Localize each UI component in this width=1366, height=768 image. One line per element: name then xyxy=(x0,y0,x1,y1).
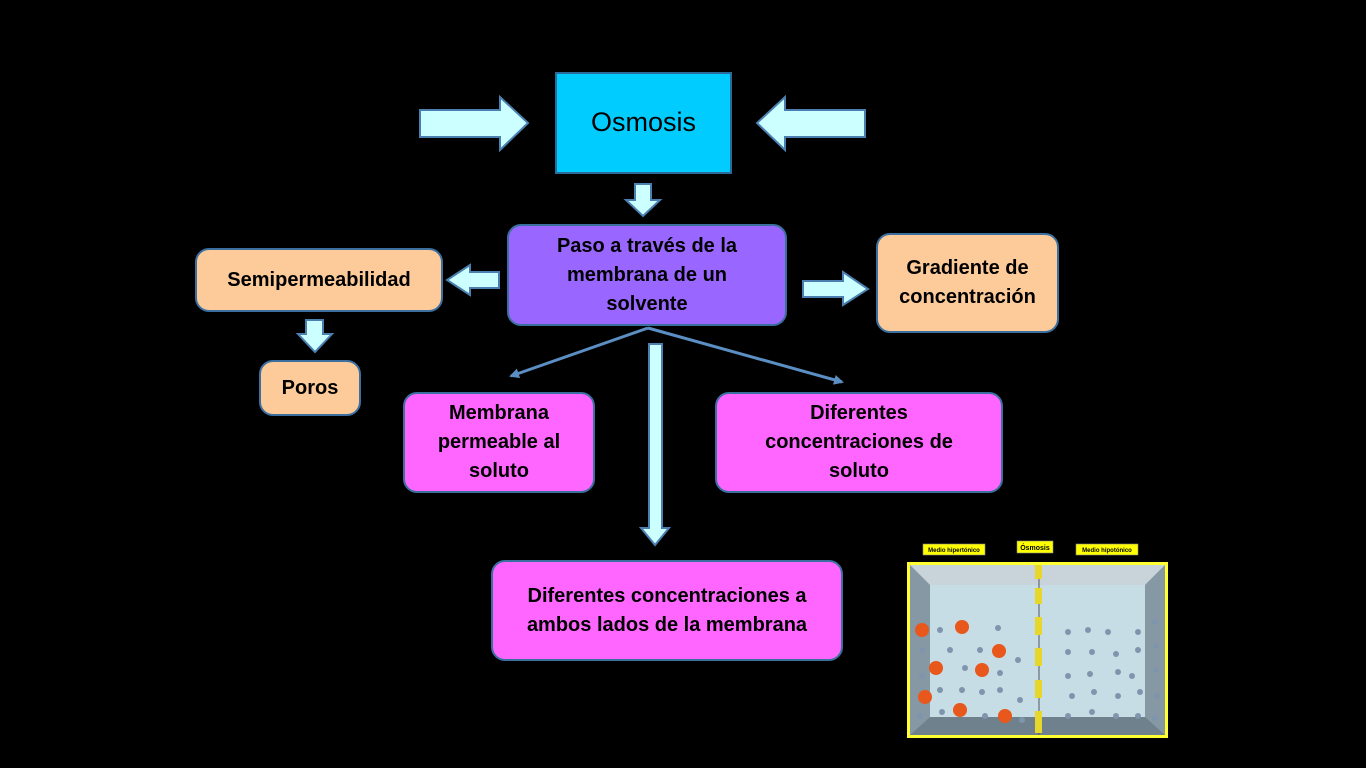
osmosis-label: Osmosis xyxy=(590,107,696,138)
block-arrow-left-icon xyxy=(755,94,866,153)
label-osmosis: Ósmosis xyxy=(1020,543,1050,552)
line-arrow-icon xyxy=(647,326,844,385)
line-arrow-icon xyxy=(509,326,649,379)
diferentes-soluto-label: Diferentes concentraciones de soluto xyxy=(765,402,953,482)
diferentes-ambos-label: Diferentes concentraciones a ambos lados… xyxy=(526,584,808,636)
membrana-label: Membrana permeable al soluto xyxy=(437,402,561,482)
block-arrow-left-icon xyxy=(445,263,500,297)
central-concept-label: Paso a través de la membrana de un solve… xyxy=(556,234,738,315)
label-medio-hipotonico: Medio hipotónico xyxy=(1082,548,1132,554)
membrane-pores xyxy=(1035,565,1042,733)
solvent-particles xyxy=(917,619,1160,723)
gradiente-box: Gradiente de concentración xyxy=(876,233,1059,333)
semipermeabilidad-box: Semipermeabilidad xyxy=(195,248,443,312)
block-arrow-down-icon xyxy=(295,319,335,354)
solute-particles xyxy=(915,620,1012,723)
poros-label: Poros xyxy=(281,376,339,399)
poros-box: Poros xyxy=(259,360,361,416)
diferentes-soluto-box: Diferentes concentraciones de soluto xyxy=(715,392,1003,493)
block-arrow-right-icon xyxy=(419,94,530,153)
membrana-box: Membrana permeable al soluto xyxy=(403,392,595,493)
diferentes-ambos-box: Diferentes concentraciones a ambos lados… xyxy=(491,560,843,661)
osmosis-illustration: Medio hipertónico Ósmosis Medio hipotóni… xyxy=(907,540,1168,738)
block-arrow-down-icon xyxy=(623,183,663,218)
central-concept-box: Paso a través de la membrana de un solve… xyxy=(507,224,787,326)
block-arrow-down-icon xyxy=(638,343,672,547)
osmosis-title-box: Osmosis xyxy=(555,72,732,174)
block-arrow-right-icon xyxy=(802,270,870,307)
label-medio-hipertonico: Medio hipertónico xyxy=(928,548,980,554)
semipermeabilidad-label: Semipermeabilidad xyxy=(227,268,411,291)
gradiente-label: Gradiente de concentración xyxy=(899,257,1036,308)
